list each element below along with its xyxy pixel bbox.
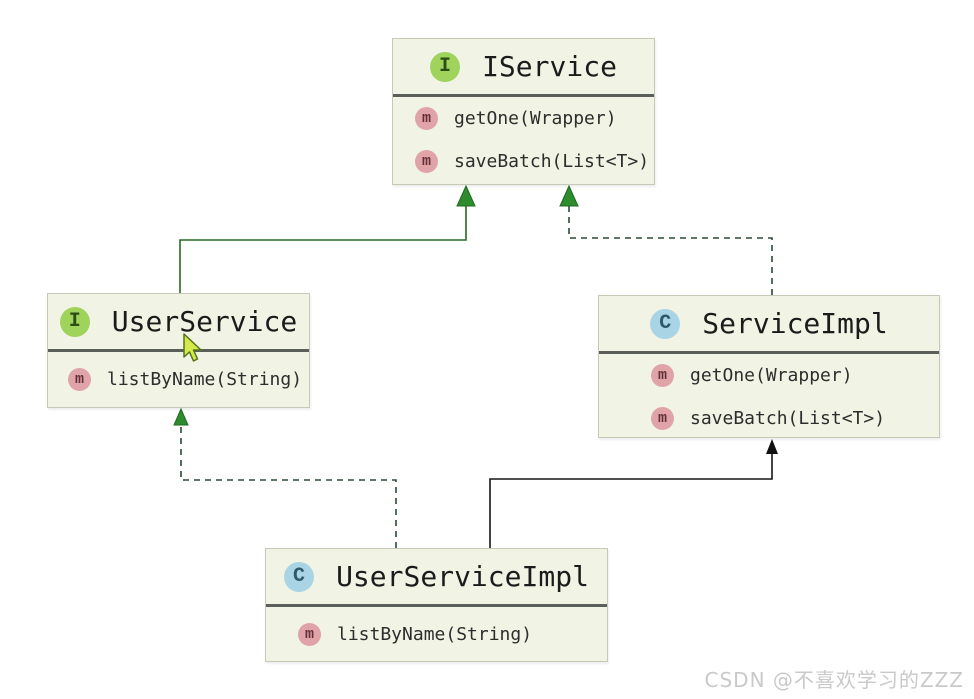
edge-userserviceimpl-extends-serviceimpl[interactable] [489,439,778,548]
node-title: UserService [111,305,298,338]
class-icon: C [284,561,315,592]
class-icon: C [650,308,681,339]
implements-arrowhead [559,184,579,207]
node-header: I UserService [48,294,309,352]
method-icon: m [651,407,674,430]
method-icon: m [651,364,674,387]
method-row[interactable]: m saveBatch(List<T>) [651,397,939,440]
method-label: saveBatch(List<T>) [690,408,886,429]
method-label: listByName(String) [337,624,533,645]
interface-icon: I [59,306,90,337]
interface-icon: I [430,51,461,82]
method-icon: m [298,623,321,646]
extends-arrowhead [766,439,778,454]
node-title: UserServiceImpl [336,560,589,593]
method-label: getOne(Wrapper) [454,108,617,129]
methods-section: m getOne(Wrapper) m saveBatch(List<T>) [393,97,654,183]
edge-serviceimpl-implements-iservice[interactable] [559,184,773,295]
method-row[interactable]: m listByName(String) [68,352,309,407]
implements-arrowhead [173,407,189,426]
method-row[interactable]: m getOne(Wrapper) [415,97,654,140]
methods-section: m listByName(String) [48,352,309,407]
edge-userserviceimpl-implements-userservice[interactable] [173,407,397,548]
class-node-userservice[interactable]: I UserService m listByName(String) [47,293,310,408]
method-icon: m [415,150,438,173]
method-label: getOne(Wrapper) [690,365,853,386]
method-label: saveBatch(List<T>) [454,151,650,172]
node-header: I IService [393,39,654,97]
edge-userservice-extends-iservice[interactable] [179,184,476,293]
node-title: IService [482,50,617,83]
class-node-iservice[interactable]: I IService m getOne(Wrapper) m saveBatch… [392,38,655,185]
node-header: C UserServiceImpl [266,549,607,607]
method-label: listByName(String) [107,369,303,390]
inheritance-arrowhead [456,184,476,207]
class-node-serviceimpl[interactable]: C ServiceImpl m getOne(Wrapper) m saveBa… [598,295,940,438]
node-title: ServiceImpl [702,307,888,340]
methods-section: m listByName(String) [266,607,607,662]
method-icon: m [415,107,438,130]
method-icon: m [68,368,91,391]
method-row[interactable]: m saveBatch(List<T>) [415,140,654,183]
method-row[interactable]: m getOne(Wrapper) [651,354,939,397]
node-header: C ServiceImpl [599,296,939,354]
class-node-userserviceimpl[interactable]: C UserServiceImpl m listByName(String) [265,548,608,662]
watermark: CSDN @不喜欢学习的ZZZ [704,668,964,692]
methods-section: m getOne(Wrapper) m saveBatch(List<T>) [599,354,939,440]
method-row[interactable]: m listByName(String) [298,607,607,662]
